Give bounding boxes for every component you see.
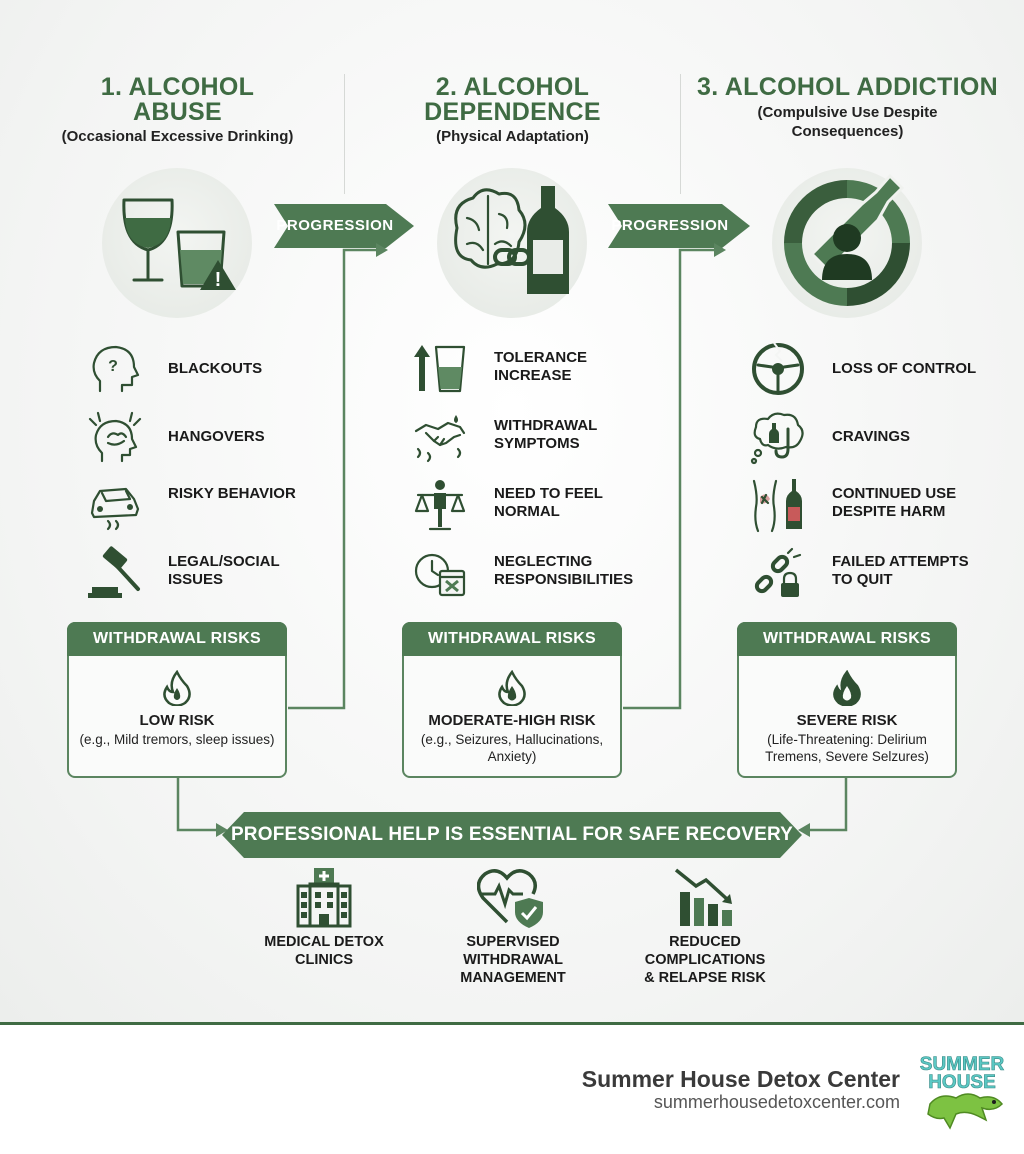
brand-url[interactable]: summerhousedetoxcenter.com [653,1092,900,1112]
summer-house-logo: SUMMER HOUSE [919,1054,1005,1130]
body-bottle-icon [752,479,802,533]
withdrawal-risk-box-3: WITHDRAWAL RISKS SEVERE RISK (Life-Threa… [737,622,957,778]
symptom-legal-social: LEGAL/SOCIAL ISSUES [86,545,326,601]
divider-2 [680,74,681,194]
footer [0,1025,1024,1154]
hospital-icon [296,868,352,928]
person-bottle-swirl-icon [772,168,922,318]
head-pain-icon [88,411,142,463]
risk-desc: (Life-Threatening: Delirium Tremens, Sev… [765,732,929,764]
footer-divider [0,1022,1024,1025]
symptom-withdrawal: WITHDRAWAL SYMPTOMS [412,409,662,465]
svg-text:HOUSE: HOUSE [928,1072,996,1093]
withdrawal-risk-box-2: WITHDRAWAL RISKS MODERATE-HIGH RISK (e.g… [402,622,622,778]
gavel-icon [88,546,140,598]
heart-shield-icon [476,869,543,928]
svg-text:?: ? [108,358,118,375]
flame-icon [833,670,861,706]
divider-1 [344,74,345,194]
symptom-tolerance: TOLERANCE INCREASE [412,341,662,397]
broken-wheel-icon [752,342,804,395]
glass-arrow-up-icon [414,345,466,393]
risk-desc: (e.g., Mild tremors, sleep issues) [79,732,275,747]
risk-header: WITHDRAWAL RISKS [402,622,622,656]
risk-level: MODERATE-HIGH RISK [428,712,596,729]
progression-arrow-2: PROGRESSION [608,204,750,248]
stage-3-title: 3. ALCOHOL ADDICTION [697,73,998,101]
symptom-loss-control: LOSS OF CONTROL [750,341,1000,397]
pro-supervised-withdrawal: SUPERVISED WITHDRAWAL MANAGEMENT [418,866,608,987]
declining-chart-icon [674,868,732,926]
balance-person-icon [414,480,466,531]
symptom-risky-behavior: RISKY BEHAVIOR [86,477,326,533]
symptom-hangovers: HANGOVERS [86,409,326,465]
wine-glass-warning-icon: ! [102,168,252,318]
car-swerve-icon [90,487,140,531]
brand-name: Summer House Detox Center [581,1066,900,1092]
symptom-failed-attempts: FAILED ATTEMPTS TO QUIT [750,545,1000,601]
risk-level: SEVERE RISK [796,712,898,729]
clock-calendar-icon [414,553,466,597]
stage-2-subtitle: (Physical Adaptation) [436,128,589,145]
progression-arrow-1: PROGRESSION [274,204,414,248]
stage-3-subtitle: (Compulsive Use Despite Consequences) [757,104,938,140]
risk-level: LOW RISK [139,712,215,729]
risk-header: WITHDRAWAL RISKS [67,622,287,656]
symptom-neglecting: NEGLECTING RESPONSIBILITIES [412,545,662,601]
broken-chain-lock-icon [754,547,802,597]
pro-medical-detox: MEDICAL DETOX CLINICS [244,866,404,969]
withdrawal-risk-box-1: WITHDRAWAL RISKS LOW RISK (e.g., Mild tr… [67,622,287,778]
risk-desc: (e.g., Seizures, Hallucinations, Anxiety… [420,732,604,764]
symptom-need-normal: NEED TO FEEL NORMAL [412,477,662,533]
head-question-icon: ? [92,345,140,393]
symptom-cravings: CRAVINGS [750,409,1000,465]
professional-help-banner: PROFESSIONAL HELP IS ESSENTIAL FOR SAFE … [222,812,802,858]
thought-bottle-icon [750,412,804,465]
svg-text:!: ! [215,269,222,291]
risk-header: WITHDRAWAL RISKS [737,622,957,656]
shaking-hands-icon [414,415,466,463]
symptom-continued-use: CONTINUED USE DESPITE HARM [750,477,1000,533]
symptom-blackouts: ? BLACKOUTS [86,341,326,397]
flame-icon [163,670,191,706]
brain-bottle-chain-icon [437,168,587,318]
svg-text:SUMMER: SUMMER [920,1054,1005,1075]
pro-reduced-complications: REDUCED COMPLICATIONS & RELAPSE RISK [612,866,798,987]
stage-1-subtitle: (Occasional Excessive Drinking) [61,128,294,145]
flame-icon [498,670,526,706]
